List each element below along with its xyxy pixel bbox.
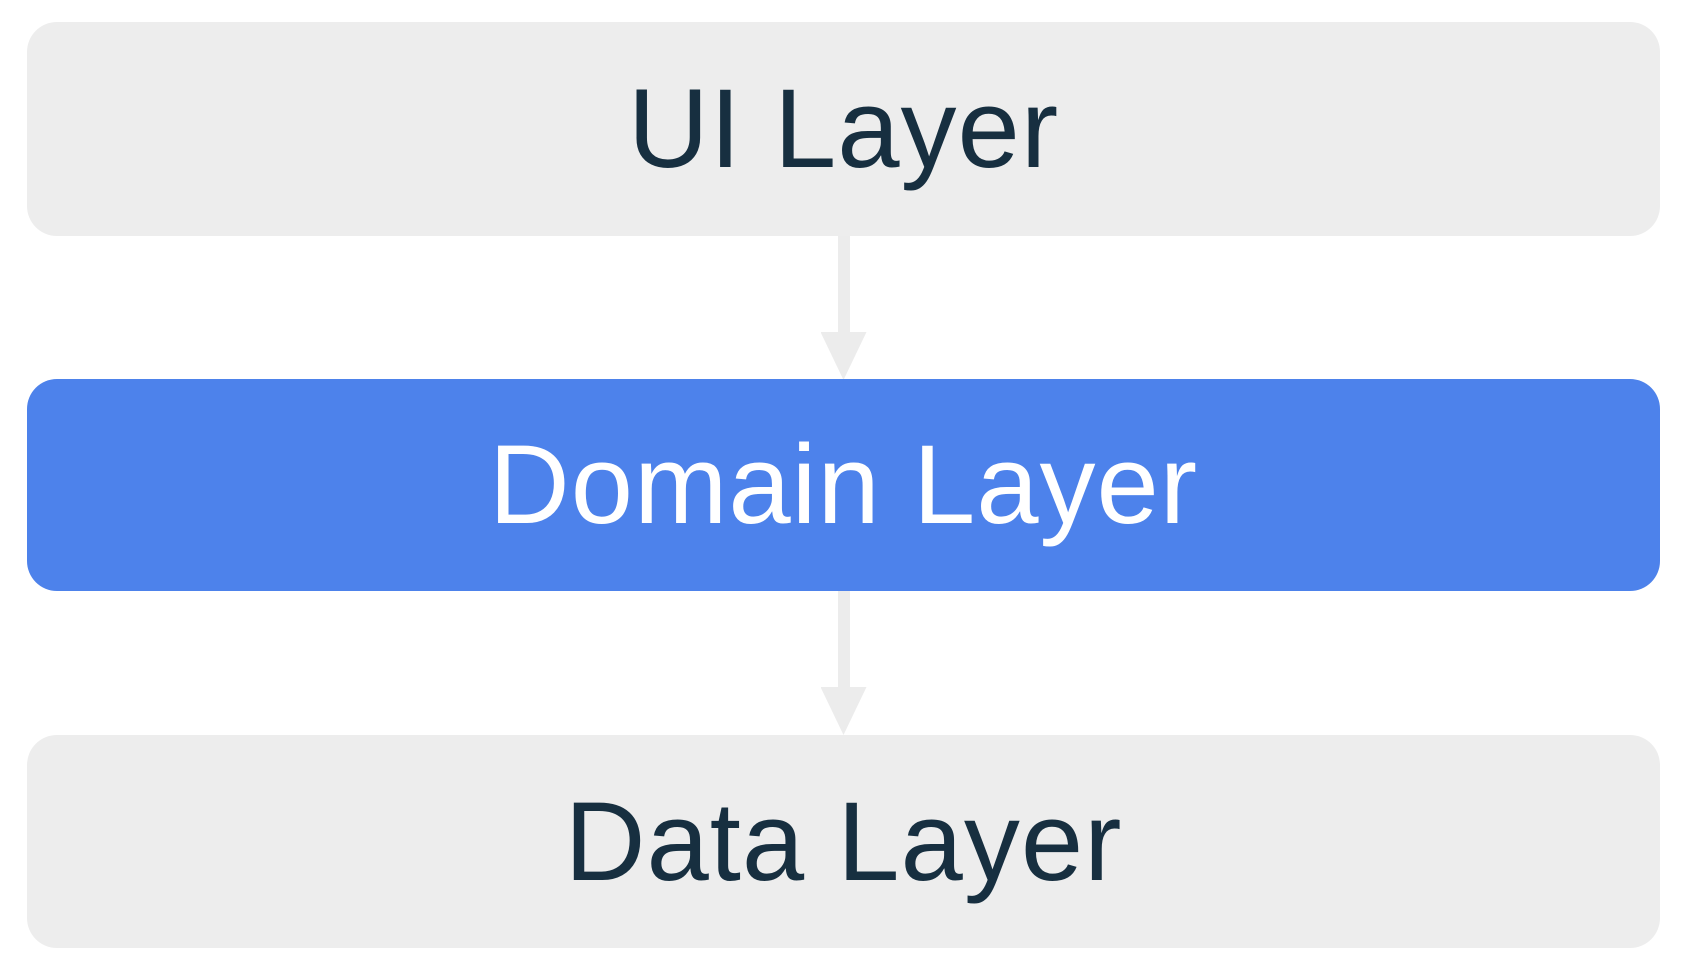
arrow-ui-to-domain [820, 236, 867, 380]
layer-box-ui: UI Layer [27, 22, 1660, 236]
layer-label-ui: UI Layer [627, 66, 1060, 191]
layer-box-data: Data Layer [27, 735, 1660, 948]
layer-label-data: Data Layer [564, 778, 1123, 904]
layer-label-domain: Domain Layer [488, 422, 1199, 547]
layer-box-domain: Domain Layer [27, 379, 1660, 591]
arrow-down-icon [820, 332, 867, 380]
arrow-domain-to-data [820, 591, 867, 735]
arrow-shaft [837, 236, 850, 332]
arrow-shaft [837, 591, 850, 687]
arrow-down-icon [820, 687, 867, 735]
